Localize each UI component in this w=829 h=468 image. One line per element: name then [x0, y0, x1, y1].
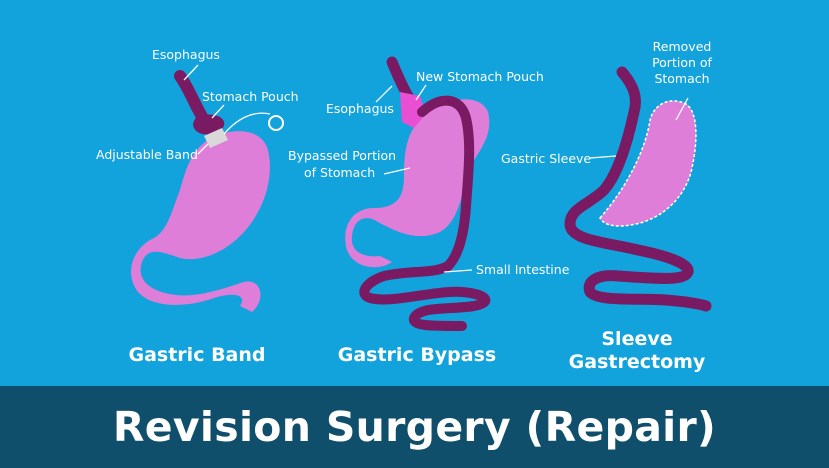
adjustable-band [204, 128, 228, 148]
bypassed-stomach-shape [345, 99, 490, 268]
panel-gastric-band: Esophagus Stomach Pouch Adjustable Band … [96, 47, 299, 366]
bypass-intestine [359, 95, 491, 331]
leader-band-esophagus [183, 64, 199, 81]
leader-bypassed-portion [383, 167, 411, 175]
label-esophagus: Esophagus [152, 47, 220, 62]
label-small-intestine: Small Intestine [476, 262, 570, 277]
bypass-esophagus [386, 56, 414, 102]
panel-sleeve-gastrectomy: Removed Portion of Stomach Gastric Sleev… [501, 39, 713, 373]
leader-band-pouch [211, 104, 225, 119]
leader-bypass-esophagus [375, 85, 393, 103]
label-bypassed-portion-1: Bypassed Portion [288, 148, 396, 163]
label-gastric-sleeve: Gastric Sleeve [501, 151, 591, 166]
leader-new-pouch [415, 84, 427, 101]
panel-title-gastric-band: Gastric Band [129, 344, 266, 366]
leader-removed-portion [675, 97, 689, 121]
panel-title-gastrectomy: Gastrectomy [569, 351, 706, 373]
label-removed-3: Stomach [654, 71, 709, 86]
panel-title-sleeve: Sleeve [601, 328, 672, 350]
leader-gastric-sleeve [589, 155, 617, 159]
band-esophagus [174, 70, 210, 126]
label-removed-1: Removed [653, 39, 712, 54]
band-stomach-shape [131, 131, 270, 312]
label-removed-2: Portion of [652, 55, 712, 70]
leader-band-adjustable [197, 143, 209, 155]
title-banner: Revision Surgery (Repair) [0, 386, 829, 468]
new-stomach-pouch [400, 92, 426, 128]
leader-small-intestine [443, 269, 473, 273]
label-stomach-pouch: Stomach Pouch [202, 89, 299, 104]
label-adjustable-band: Adjustable Band [96, 147, 198, 162]
removed-stomach-portion [599, 100, 697, 227]
label-bypass-esophagus: Esophagus [326, 101, 394, 116]
band-port [268, 115, 284, 131]
panel-title-gastric-bypass: Gastric Bypass [338, 344, 496, 366]
gastric-sleeve [564, 66, 712, 312]
label-new-stomach-pouch: New Stomach Pouch [416, 69, 544, 84]
surgery-diagram: Esophagus Stomach Pouch Adjustable Band … [96, 39, 713, 373]
band-tubing [223, 112, 271, 135]
panel-gastric-bypass: New Stomach Pouch Esophagus Bypassed Por… [288, 56, 570, 366]
banner-title: Revision Surgery (Repair) [112, 403, 717, 451]
label-bypassed-portion-2: of Stomach [304, 165, 375, 180]
